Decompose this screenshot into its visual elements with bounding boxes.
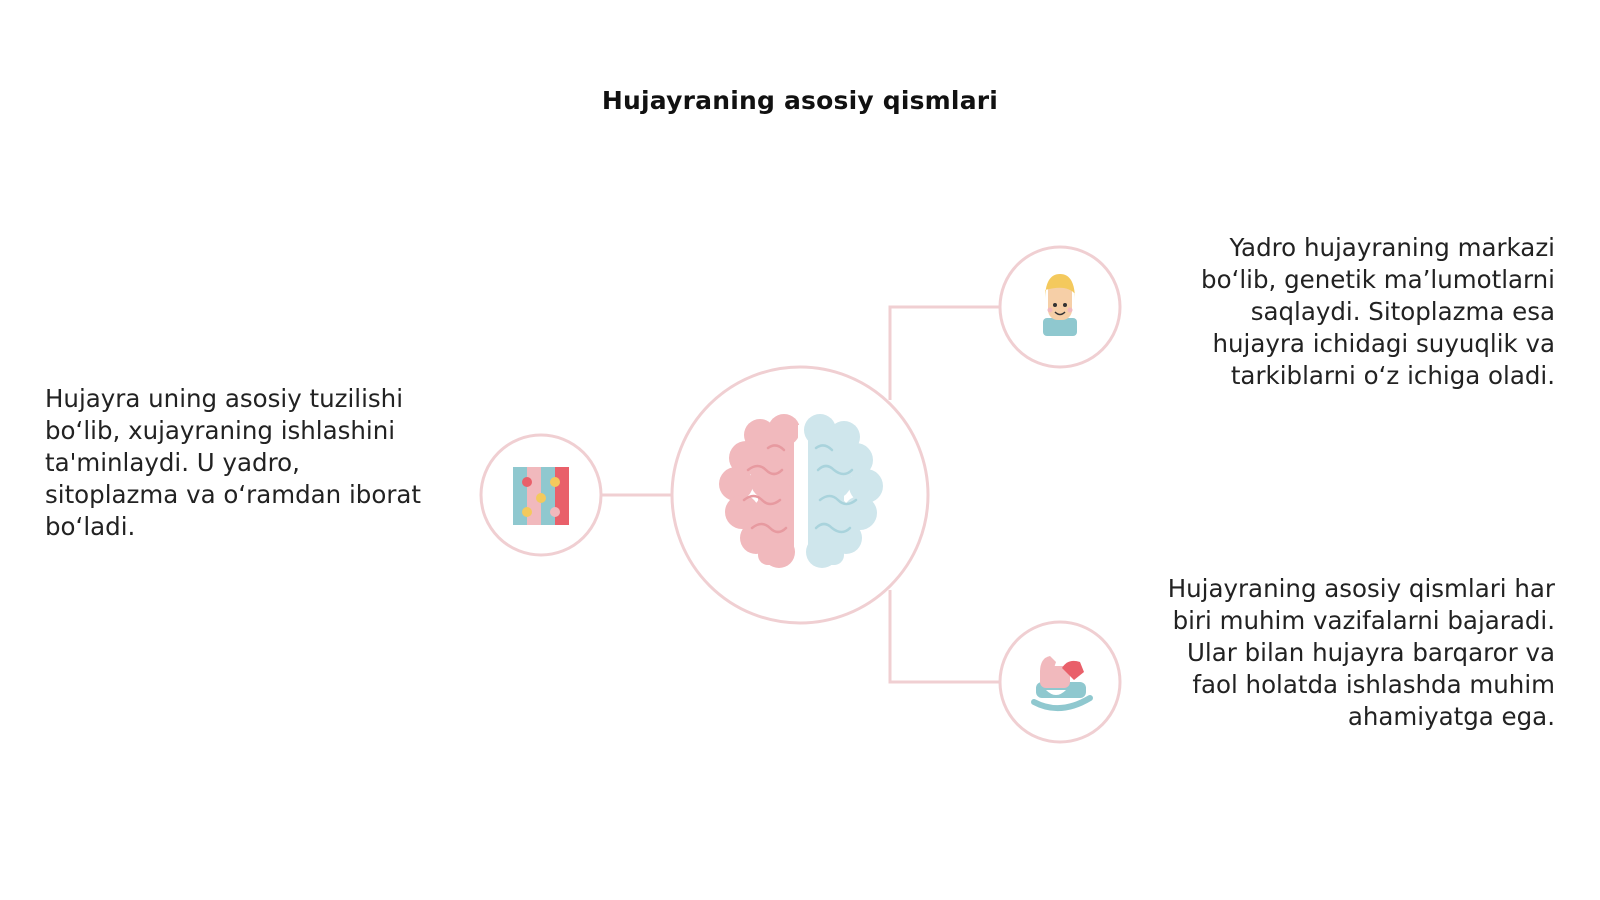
connector-top-right	[888, 305, 1000, 400]
connector-bottom-right	[888, 590, 1000, 684]
child-face-icon	[1043, 274, 1077, 336]
center-node	[670, 365, 930, 625]
top-right-description: Yadro hujayraning markazi bo‘lib, geneti…	[1201, 233, 1555, 390]
top-right-node	[998, 245, 1122, 369]
brain-icon	[719, 414, 883, 570]
left-node	[479, 433, 603, 557]
rocking-horse-icon	[1031, 656, 1093, 711]
puzzle-icon	[513, 467, 569, 525]
bottom-right-description: Hujayraning asosiy qismlari har biri muh…	[1167, 574, 1555, 731]
page-title: Hujayraning asosiy qismlari	[601, 86, 999, 115]
bottom-right-node	[998, 620, 1122, 744]
connectors	[601, 305, 1000, 684]
left-description: Hujayra uning asosiy tuzilishi bo‘lib, x…	[45, 384, 422, 541]
